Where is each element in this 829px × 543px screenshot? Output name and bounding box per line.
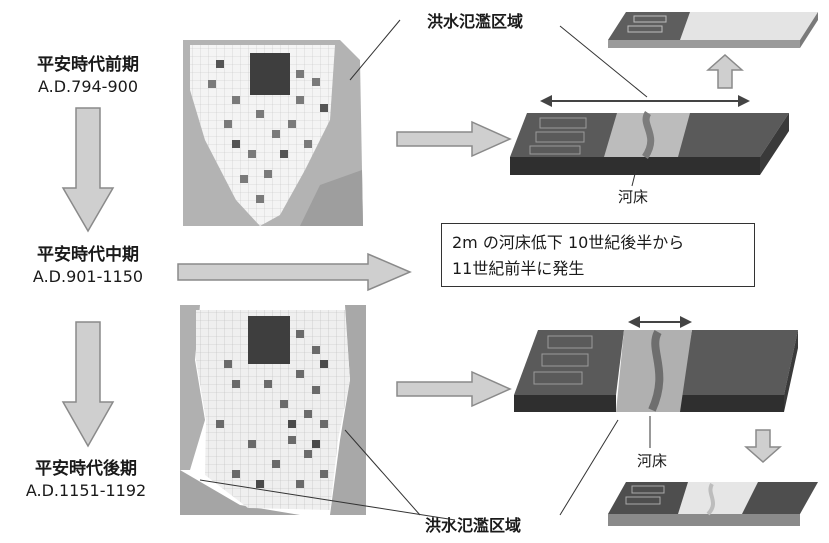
flood-area-label-top: 洪水氾濫区域 bbox=[427, 12, 524, 31]
riverbed-pointer bbox=[631, 169, 637, 187]
period-middle-years: A.D.901-1150 bbox=[32, 267, 144, 286]
note-line-2: 11世紀前半に発生 bbox=[452, 259, 585, 278]
riverbed-label-top: 河床 bbox=[618, 188, 649, 206]
callout-line bbox=[559, 419, 619, 516]
period-early-name: 平安時代前期 bbox=[37, 55, 139, 75]
down-arrow-icon bbox=[61, 107, 115, 233]
riverbed-label-bottom: 河床 bbox=[637, 452, 668, 470]
right-arrow-icon bbox=[177, 252, 412, 292]
riverbed-lowering-note: 2m の河床低下 10世紀後半から 11世紀前半に発生 bbox=[441, 223, 755, 287]
flood-area-label-bottom: 洪水氾濫区域 bbox=[425, 516, 522, 535]
right-arrow-icon bbox=[396, 370, 512, 408]
right-arrow-icon bbox=[396, 120, 512, 158]
period-early-years: A.D.794-900 bbox=[37, 77, 138, 96]
map-early bbox=[183, 40, 363, 226]
double-arrow-icon bbox=[628, 316, 692, 328]
note-line-1: 2m の河床低下 10世紀後半から bbox=[452, 233, 685, 252]
terrain-block-early bbox=[510, 111, 789, 175]
period-late-years: A.D.1151-1192 bbox=[25, 481, 147, 500]
double-arrow-icon bbox=[540, 95, 750, 107]
period-middle: 平安時代中期 A.D.901-1150 bbox=[14, 244, 162, 288]
callout-line bbox=[344, 429, 421, 516]
terrain-block-late bbox=[514, 330, 798, 412]
terrain-block-late-after bbox=[608, 482, 818, 526]
terrain-block-early-after bbox=[608, 12, 818, 48]
down-arrow-icon bbox=[61, 321, 115, 448]
callout-line bbox=[199, 479, 456, 521]
period-late: 平安時代後期 A.D.1151-1192 bbox=[10, 458, 162, 502]
map-late bbox=[180, 305, 366, 515]
callout-line bbox=[559, 25, 648, 98]
down-arrow-icon bbox=[744, 429, 782, 464]
callout-line bbox=[349, 19, 401, 81]
period-late-name: 平安時代後期 bbox=[35, 459, 137, 479]
period-middle-name: 平安時代中期 bbox=[37, 245, 139, 265]
period-early: 平安時代前期 A.D.794-900 bbox=[18, 54, 158, 98]
up-arrow-icon bbox=[706, 53, 744, 89]
